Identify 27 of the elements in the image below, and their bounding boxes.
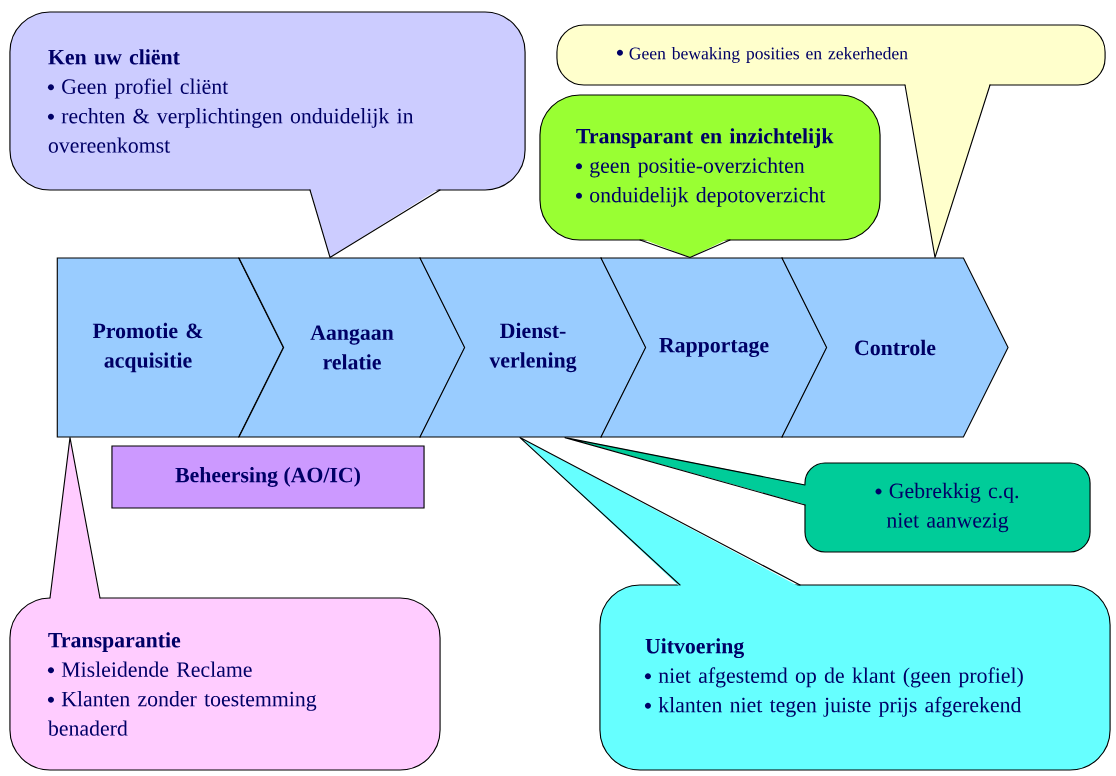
bullet-item: geen positie-overzichten (576, 157, 805, 178)
process-step: Controle (781, 257, 1009, 438)
speech-bubble (9, 597, 441, 771)
process-step: Rapportage (600, 257, 828, 438)
callout-heading: Uitvoering (645, 638, 744, 659)
bullet-item: Geen bewaking posities en zekerheden (616, 47, 908, 63)
label-bar: Beheersing (AO/IC) (111, 445, 425, 509)
bullet-item: Gebrekkig c.q. niet aanwezig (875, 482, 1019, 533)
bullet-item: rechten & verplichtingen onduidelijk in overeenkomst (47, 108, 414, 153)
bullet-item: niet afgestemd op de klant (geen profiel) (644, 667, 1023, 688)
callout-heading: Transparant en inzichtelijk (576, 128, 834, 148)
bullet-item: Geen profiel cliënt (47, 78, 229, 99)
callout-heading: Transparantie (48, 632, 181, 652)
bullet-item: klanten niet tegen juiste prijs afgerekend (644, 696, 1022, 717)
bullet-item: Misleidende Reclame (47, 661, 252, 677)
callout-pointer (904, 83, 991, 258)
bullet-item: onduidelijk depotoverzicht (576, 187, 826, 207)
callout-pointer (639, 238, 731, 258)
speech-bubble (804, 462, 1091, 553)
callout-heading: Ken uw cliënt (48, 49, 180, 65)
callout-pointer (564, 437, 807, 506)
callout-pointer (49, 437, 101, 600)
process-step: Dienst- verlening (419, 257, 647, 438)
callout-pointer (309, 188, 441, 258)
callout-pointer (519, 437, 801, 587)
bullet-item: Klanten zonder toestemming benaderd (47, 691, 317, 736)
process-step: Aangaan relatie (238, 257, 466, 438)
